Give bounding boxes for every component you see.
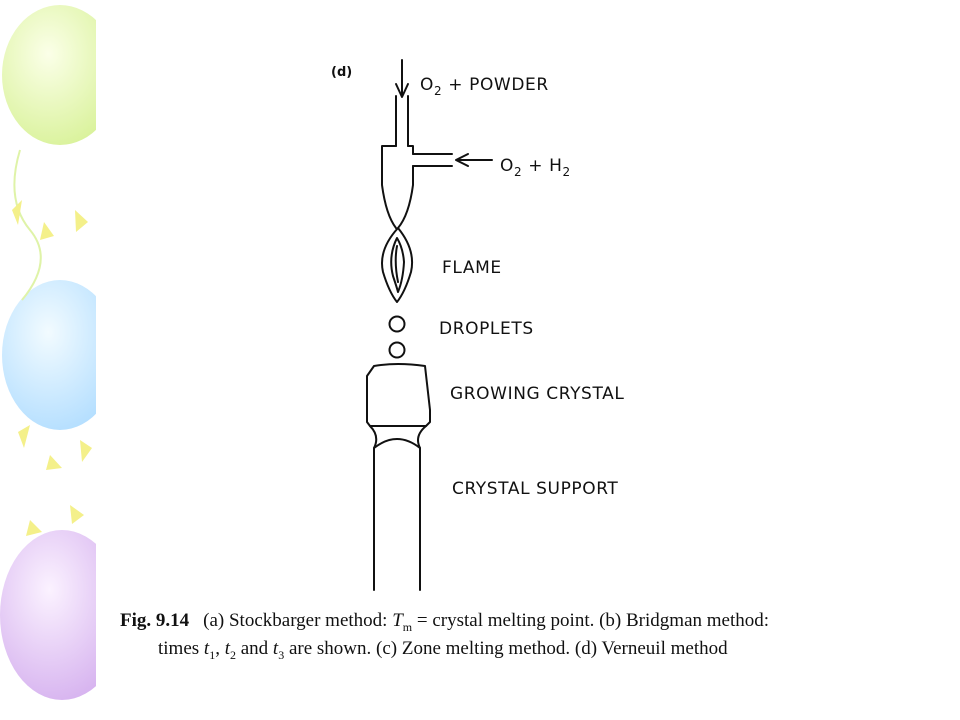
burner-body — [381, 145, 414, 229]
figure-number: Fig. 9.14 — [120, 610, 190, 631]
flame-inner — [390, 237, 405, 293]
droplets-label: DROPLETS — [439, 319, 534, 339]
o2-powder-label: O2 + POWDER — [420, 75, 549, 98]
balloon-purple — [0, 530, 96, 700]
crystal-support — [369, 425, 427, 591]
balloon-blue — [2, 280, 96, 430]
flame-core — [394, 245, 399, 283]
o2-h2-label: O2 + H2 — [500, 156, 571, 179]
droplet — [388, 341, 406, 359]
h2-feed-arrowhead — [455, 153, 469, 167]
powder-feed-arrowhead — [395, 83, 409, 98]
figure-caption: Fig. 9.14(a) Stockbarger method: Tm = cr… — [120, 610, 770, 662]
flame-outer — [381, 227, 414, 303]
feed-tube — [395, 95, 409, 147]
support-neck — [373, 438, 421, 449]
growing-crystal — [366, 363, 431, 427]
balloon-string — [13, 149, 42, 301]
droplet — [388, 315, 406, 333]
balloon-green — [2, 5, 96, 145]
flame-label: FLAME — [442, 258, 502, 278]
growing-crystal-label: GROWING CRYSTAL — [450, 384, 624, 404]
side-inlet-tube — [412, 153, 453, 167]
confetti — [12, 200, 92, 536]
panel-label: (d) — [331, 65, 352, 80]
crystal-support-label: CRYSTAL SUPPORT — [452, 479, 618, 499]
